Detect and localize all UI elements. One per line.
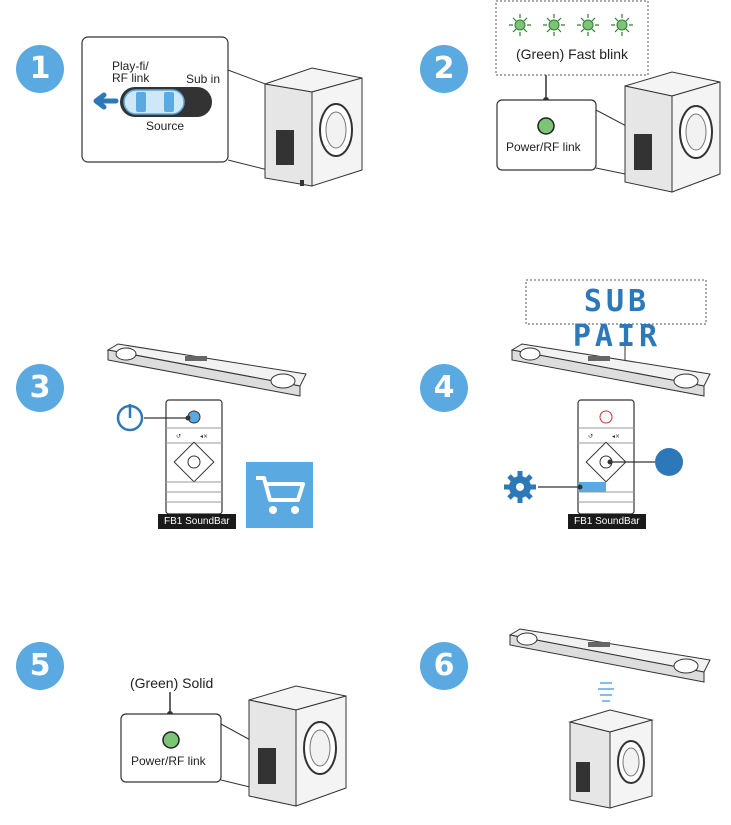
solid-state-label: (Green) Solid: [130, 675, 214, 691]
remote-label-step4: FB1 SoundBar: [568, 514, 646, 529]
remote-label-step3: FB1 SoundBar: [158, 514, 236, 529]
led-label-step2: Power/RF link: [506, 140, 581, 154]
step4-display-callout: [525, 279, 707, 371]
step4-remote: ↺ ◂×: [577, 399, 655, 515]
svg-text:◂×: ◂×: [200, 433, 208, 440]
gear-icon: [504, 471, 583, 503]
step-number-4: 4: [420, 364, 468, 412]
step3-remote: ↺ ◂×: [165, 399, 223, 515]
step1-subwoofer: [227, 67, 363, 187]
step1-switch-callout: [81, 36, 229, 163]
step-number-2: 2: [420, 45, 468, 93]
blink-state-label: (Green) Fast blink: [516, 46, 629, 62]
step-number-5: 5: [16, 642, 64, 690]
step3-soundbar: [106, 343, 307, 397]
switch-bottom-label: Source: [146, 119, 185, 133]
step2-blink-callout: [495, 0, 649, 171]
switch-left-label: Play-fi/ RF link: [112, 59, 150, 85]
shopping-cart-icon: [246, 462, 313, 528]
left-arrow-icon: [93, 92, 119, 110]
step-number-6: 6: [420, 642, 468, 690]
step6-soundbar: [508, 628, 711, 683]
step-number-3: 3: [16, 364, 64, 412]
step-number-1: 1: [16, 45, 64, 93]
step4-soundbar: [510, 343, 711, 397]
svg-text:◂×: ◂×: [612, 433, 620, 440]
power-icon: [116, 404, 191, 432]
svg-text:↺: ↺: [588, 433, 593, 440]
blinking-led-icons: [514, 19, 628, 31]
blue-button-indicator-icon: [655, 448, 683, 476]
step2-subwoofer: [595, 71, 721, 193]
switch-right-label: Sub in: [186, 72, 221, 86]
step5-led-callout: [120, 692, 222, 783]
sub-pair-display: SUB PAIR: [572, 284, 662, 354]
led-label-step5: Power/RF link: [131, 754, 206, 768]
wireless-signal-icon: [598, 682, 614, 702]
step6-subwoofer: [568, 709, 654, 809]
step5-subwoofer: [220, 685, 347, 807]
svg-text:↺: ↺: [176, 433, 181, 440]
